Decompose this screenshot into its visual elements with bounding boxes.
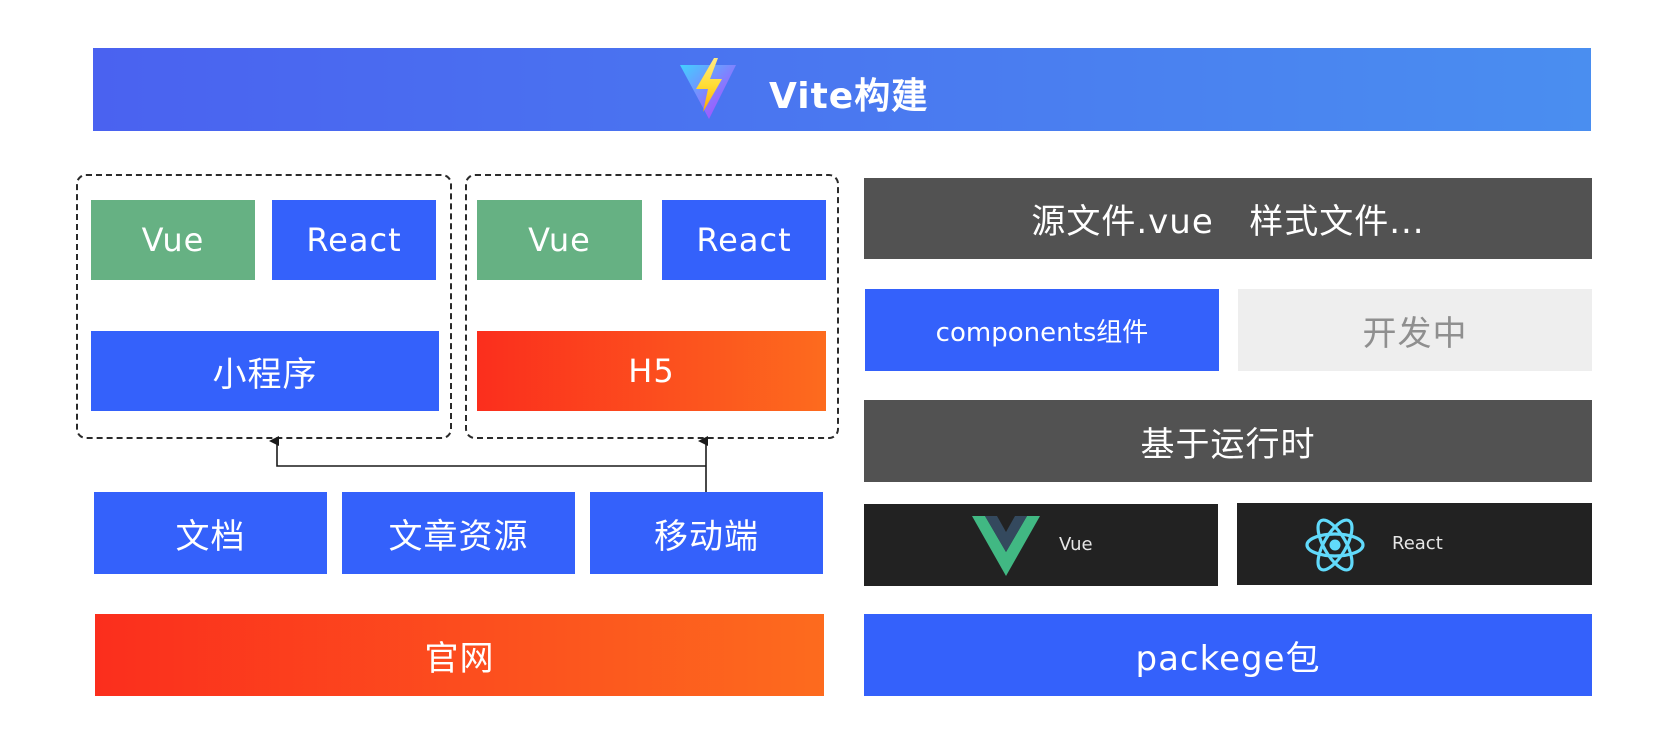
miniprogram-react-box: React bbox=[272, 200, 436, 280]
vite-logo-icon bbox=[680, 58, 736, 119]
docs-box: 文档 bbox=[94, 492, 327, 574]
h5-group bbox=[465, 174, 839, 439]
miniprogram-vue-box: Vue bbox=[91, 200, 255, 280]
react-logo-icon bbox=[1305, 518, 1365, 572]
official-site-box: 官网 bbox=[95, 614, 824, 696]
h5-box: H5 bbox=[477, 331, 826, 411]
articles-box: 文章资源 bbox=[342, 492, 575, 574]
banner-title: Vite构建 bbox=[769, 76, 929, 117]
react-card: React bbox=[1237, 503, 1592, 585]
vite-build-banner: Vite构建 bbox=[93, 48, 1591, 131]
source-files-box: 源文件.vue 样式文件... bbox=[864, 178, 1592, 259]
h5-react-box: React bbox=[662, 200, 826, 280]
arrow-to-miniprogram bbox=[269, 436, 706, 467]
miniprogram-group bbox=[76, 174, 452, 439]
package-box: packege包 bbox=[864, 614, 1592, 696]
vue-card: Vue bbox=[864, 504, 1218, 586]
components-box: components组件 bbox=[865, 289, 1219, 371]
runtime-box: 基于运行时 bbox=[864, 400, 1592, 482]
mobile-box: 移动端 bbox=[590, 492, 823, 574]
h5-vue-box: Vue bbox=[477, 200, 642, 280]
react-card-label: React bbox=[1392, 533, 1443, 554]
vue-card-label: Vue bbox=[1059, 534, 1093, 555]
vue-logo-icon bbox=[972, 516, 1040, 576]
miniprogram-box: 小程序 bbox=[91, 331, 439, 411]
in-development-box: 开发中 bbox=[1238, 289, 1592, 371]
